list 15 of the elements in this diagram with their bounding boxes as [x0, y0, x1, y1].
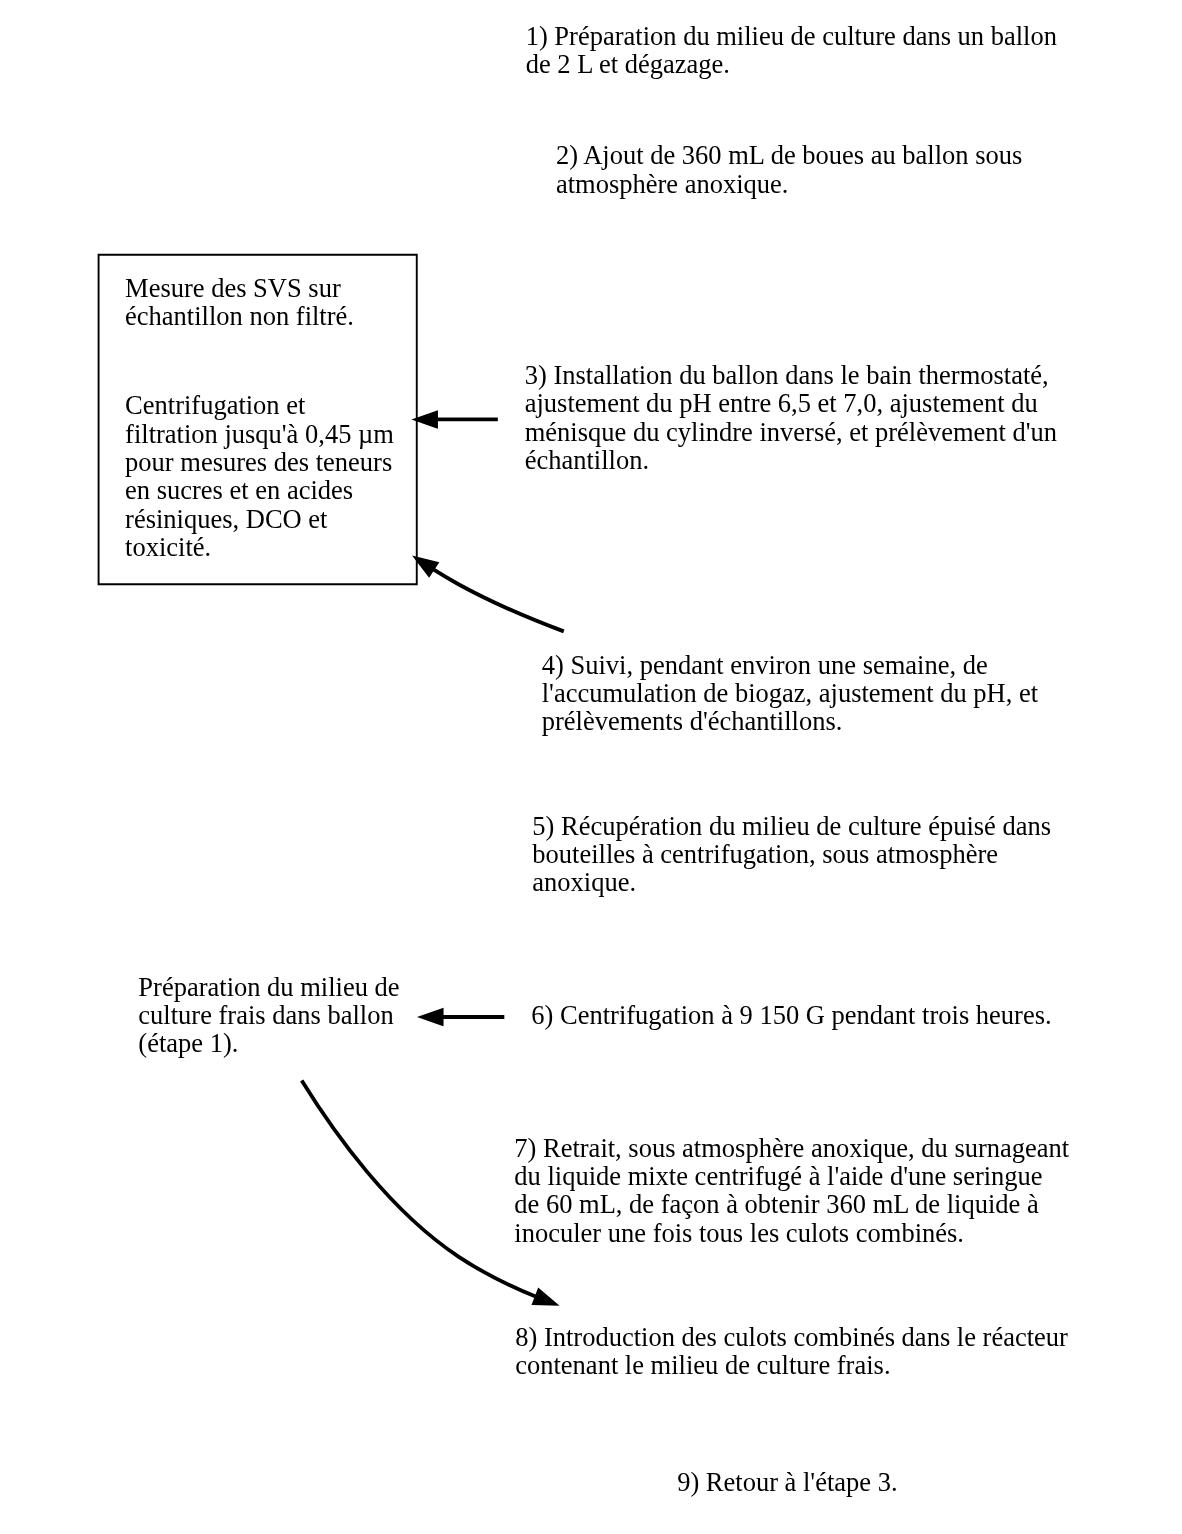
arrow	[417, 1007, 505, 1027]
label: 2) Ajout de 360 mL de boues au ballon sous atmosphère anoxique.	[555, 140, 1023, 199]
node-text: 6) Centrifugation à 9 150 G pendant trois heures.	[531, 1000, 1052, 1031]
label: 9) Retour à l'étape 3.	[677, 1466, 898, 1497]
node-text: Préparation du milieu de culture frais dans ballon (étape 1).	[138, 971, 400, 1059]
label: 5) Récupération du milieu de culture épuisé dans bouteilles à centrifugation, sous atmosphère anoxique.	[532, 810, 1052, 898]
arrow	[412, 555, 565, 634]
node-text: 4) Suivi, pendant environ une semaine, de l'accumulation de biogaz, ajustement du pH, et prélèvements d'échantillons.	[541, 649, 1039, 737]
arrow	[300, 1079, 560, 1306]
arrow	[411, 410, 498, 429]
node-text: 3) Installation du ballon dans le bain thermostaté, ajustement du pH entre 6,5 et 7,0, ajustement du ménisque du cylindre inversé, et prélèvement d'un échantillon.	[524, 359, 1058, 476]
label: 1) Préparation du milieu de culture dans un ballon de 2 L et dégazage.	[525, 20, 1057, 80]
node-box: Mesure des SVS sur échantillon non filtré. Centrifugation et filtration jusqu'à 0,45 µm pour mesures des teneurs en sucres et en acides résiniques, DCO et toxicité.	[97, 253, 418, 586]
label: 7) Retrait, sous atmosphère anoxique, du surnageant du liquide mixte centrifugé à l'aide d'une seringue de 60 mL, de façon à obtenir 360 mL de liquide à inoculer une fois tous les culots combinés.	[514, 1132, 1070, 1248]
node-text: 8) Introduction des culots combinés dans le réacteur contenant le milieu de culture frais.	[515, 1321, 1068, 1381]
